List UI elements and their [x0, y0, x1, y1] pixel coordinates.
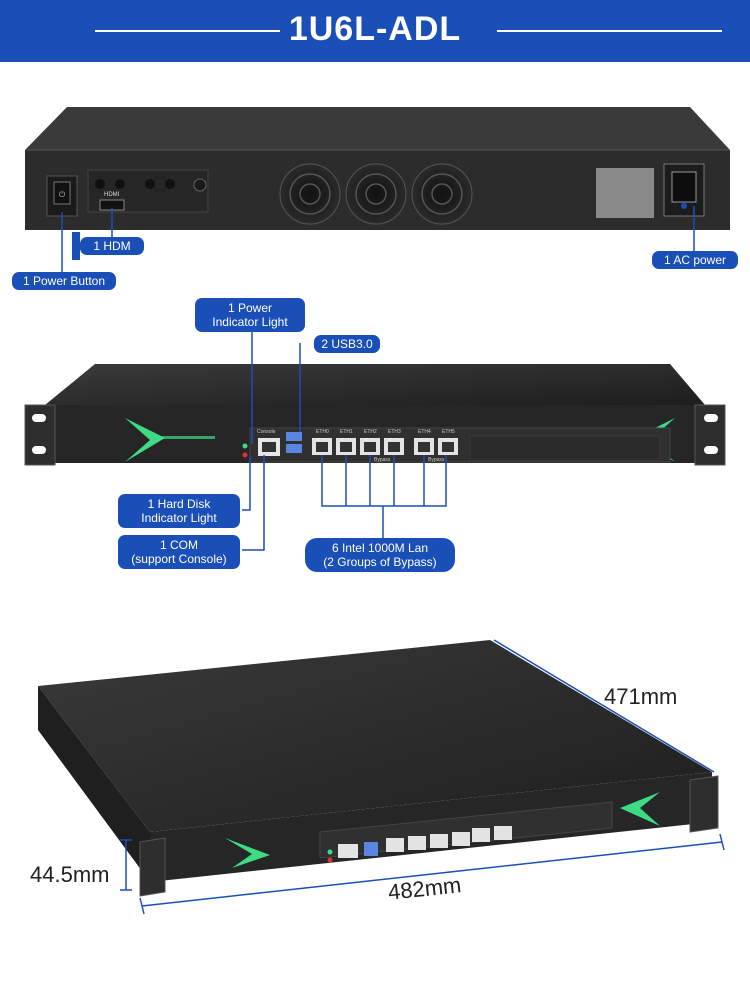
- bypass-text-2: Bypass: [428, 457, 445, 463]
- svg-text:⏻: ⏻: [59, 190, 66, 199]
- eth4-text: ETH4: [418, 429, 431, 435]
- height-dimension: 44.5mm: [30, 862, 110, 887]
- lan-line2: (2 Groups of Bypass): [323, 555, 437, 569]
- hdd-indicator-line1: 1 Hard Disk: [147, 497, 211, 511]
- hdmi-port-text: HDMI: [104, 192, 120, 198]
- console-port-text: Console: [257, 429, 276, 435]
- com-line1: 1 COM: [159, 538, 198, 552]
- eth0-text: ETH0: [316, 429, 329, 435]
- ac-power-label: 1 AC power: [652, 251, 738, 269]
- hdmi-label: 1 HDM: [80, 237, 144, 255]
- header-banner: 1U6L-ADL: [0, 0, 750, 62]
- front-leader-lines: [242, 328, 447, 551]
- page-title: 1U6L-ADL: [288, 10, 462, 48]
- header-line-right: [497, 30, 722, 32]
- depth-dimension: 471mm: [604, 684, 678, 709]
- front-eth-ports: [312, 438, 458, 455]
- isometric-chassis: [38, 640, 719, 897]
- usb-label: 2 USB3.0: [314, 335, 380, 353]
- header-line-left: [95, 30, 280, 32]
- com-line2: (support Console): [131, 552, 227, 566]
- power-indicator-line2: Indicator Light: [212, 315, 288, 329]
- bypass-text-1: Bypass: [374, 457, 391, 463]
- eth3-text: ETH3: [388, 429, 401, 435]
- front-view-chassis: [24, 364, 726, 466]
- power-indicator-line1: 1 Power: [227, 301, 273, 315]
- rear-leader-lines: [61, 206, 695, 272]
- hdd-indicator-label: 1 Hard Disk Indicator Light: [118, 494, 240, 528]
- rear-view-chassis: ⏻: [25, 107, 730, 260]
- lan-label: 6 Intel 1000M Lan (2 Groups of Bypass): [305, 538, 455, 572]
- lan-line1: 6 Intel 1000M Lan: [331, 541, 429, 555]
- eth2-text: ETH2: [364, 429, 377, 435]
- eth5-text: ETH5: [442, 429, 455, 435]
- com-label: 1 COM (support Console): [118, 535, 240, 569]
- dimension-lines: [120, 639, 725, 915]
- power-indicator-label: 1 Power Indicator Light: [195, 298, 305, 332]
- hdd-indicator-line2: Indicator Light: [141, 511, 217, 525]
- eth1-text: ETH1: [340, 429, 353, 435]
- power-button-label: 1 Power Button: [12, 272, 116, 290]
